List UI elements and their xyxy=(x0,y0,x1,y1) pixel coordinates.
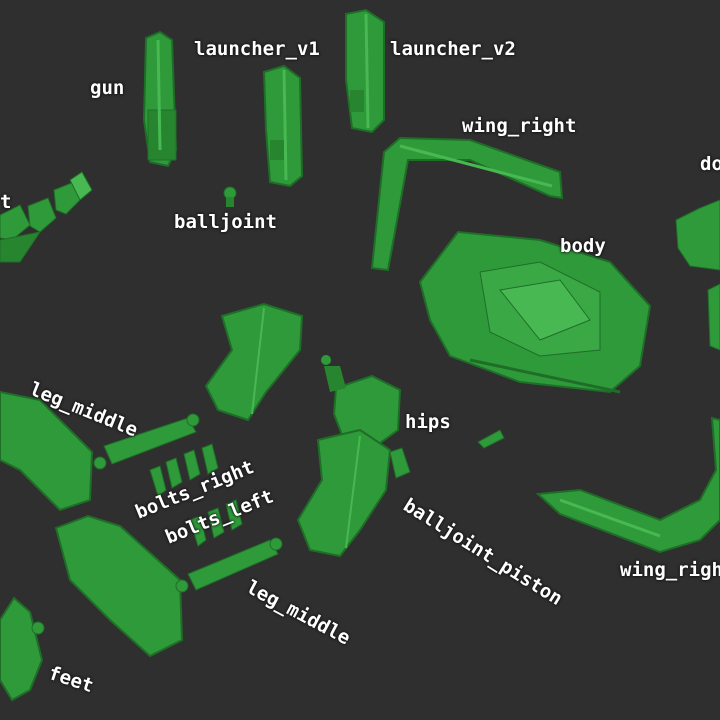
tail-segments-part xyxy=(0,171,93,263)
body-part xyxy=(418,230,652,394)
wing-right-bottom-part xyxy=(535,416,720,554)
do-part-partial xyxy=(675,199,720,351)
label-wing-right-top: wing_right xyxy=(462,115,577,137)
leg-bracket-upper-part xyxy=(204,302,304,422)
gun-part xyxy=(142,30,178,168)
label-t-partial: t xyxy=(0,191,12,213)
label-body: body xyxy=(560,235,606,257)
label-launcher-v1: launcher_v1 xyxy=(194,38,320,60)
label-wing-right-bottom: wing_righ xyxy=(620,559,720,581)
leg-middle-upper-part xyxy=(0,390,200,512)
leg-middle-lower-part xyxy=(54,514,283,658)
hips-part xyxy=(321,355,402,448)
label-balljoint: balljoint xyxy=(174,211,277,233)
launcher-v1-part xyxy=(262,64,304,188)
bolts-left-part xyxy=(189,499,243,547)
feet-part xyxy=(0,596,45,702)
label-gun: gun xyxy=(90,77,125,99)
label-hips: hips xyxy=(405,411,451,433)
label-launcher-v2: launcher_v2 xyxy=(390,38,516,60)
bolt-single-part xyxy=(389,429,505,479)
label-do-partial: do xyxy=(700,153,720,175)
leg-bracket-lower-part xyxy=(296,428,392,558)
balljoint-part xyxy=(223,186,237,207)
launcher-v2-part xyxy=(345,8,385,134)
wing-right-top-part xyxy=(370,136,564,272)
bolts-right-part xyxy=(149,443,219,497)
